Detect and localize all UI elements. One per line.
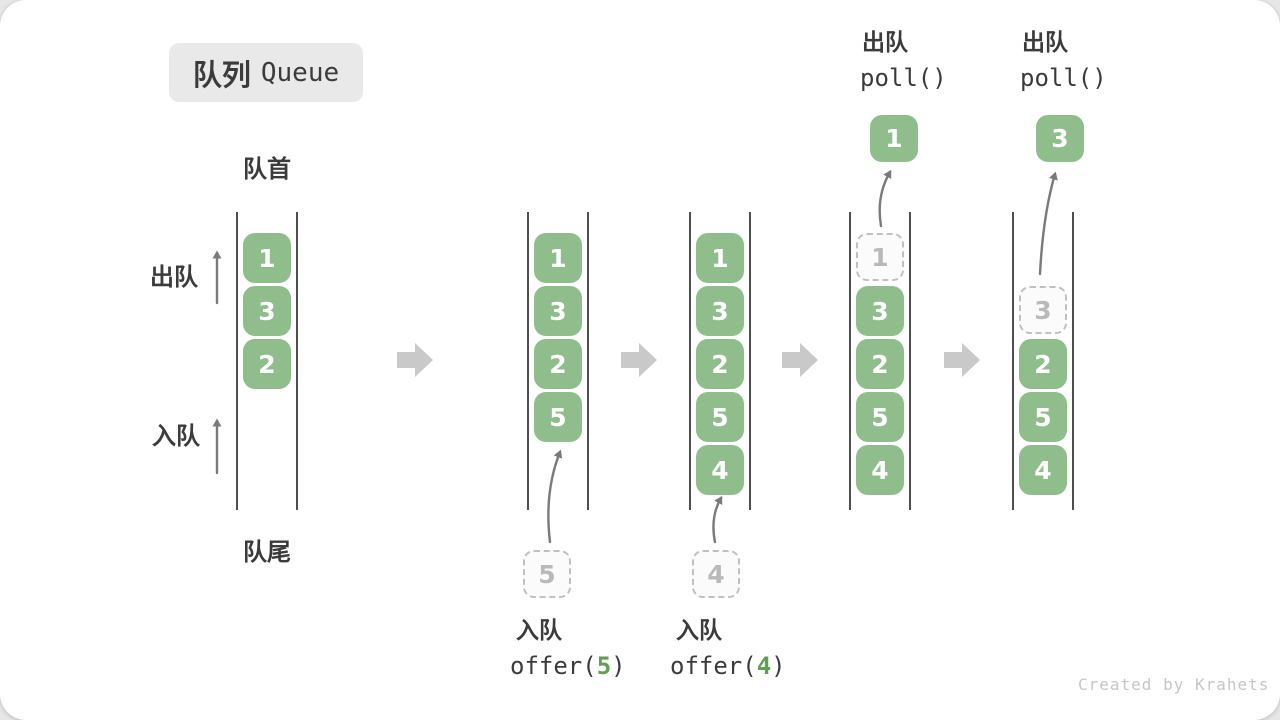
operation-code: poll() (860, 64, 947, 92)
operation-name: 入队 (676, 617, 722, 643)
operation-name: 入队 (516, 617, 562, 643)
title-zh: 队列 (192, 59, 251, 92)
queue-state-1: 1 3 2 (236, 212, 298, 510)
queue-state-5: 3 2 5 4 (1012, 212, 1074, 510)
queue-element-box: 3 (856, 286, 904, 336)
queue-element-box: 5 (856, 392, 904, 442)
queue-element-box: 5 (534, 392, 582, 442)
incoming-element-box: 4 (692, 550, 740, 598)
title-en: Queue (260, 57, 340, 88)
operation-code: offer(5) (510, 654, 626, 678)
queue-rear-label: 队尾 (243, 539, 291, 566)
queue-state-2: 1 3 2 5 (527, 212, 589, 510)
queue-element-box: 2 (534, 339, 582, 389)
queue-element-box: 5 (696, 392, 744, 442)
queue-element-box: 2 (243, 339, 291, 389)
incoming-element-box: 5 (523, 550, 571, 598)
dequeue-operation-label: 出队 poll() (860, 29, 947, 92)
code-text: offer( (510, 652, 597, 680)
queue-element-box: 3 (696, 286, 744, 336)
queue-element-box: 1 (243, 233, 291, 283)
queue-element-box: 1 (696, 233, 744, 283)
operation-name: 出队 (862, 29, 908, 55)
code-text: ) (611, 652, 626, 680)
code-arg: 4 (756, 652, 772, 680)
queue-state-4: 1 3 2 5 4 (849, 212, 911, 510)
popped-element-box: 3 (1036, 115, 1084, 162)
operation-code: poll() (1020, 64, 1107, 92)
removed-element-box: 3 (1019, 286, 1067, 334)
queue-element-box: 4 (856, 445, 904, 495)
code-text: ) (771, 652, 786, 680)
queue-element-box: 2 (696, 339, 744, 389)
dequeue-operation-label: 出队 poll() (1020, 29, 1107, 92)
code-arg: 5 (596, 652, 612, 680)
step-arrow-icon (621, 343, 657, 377)
queue-element-box: 2 (1019, 339, 1067, 389)
watermark-credit: Created by Krahets (1078, 675, 1270, 694)
queue-element-box: 3 (534, 286, 582, 336)
queue-element-box: 5 (1019, 392, 1067, 442)
step-arrow-icon (397, 343, 433, 377)
operation-code: offer(4) (670, 654, 786, 678)
removed-element-box: 1 (856, 233, 904, 281)
queue-element-box: 4 (696, 445, 744, 495)
queue-element-box: 1 (534, 233, 582, 283)
step-arrow-icon (782, 343, 818, 377)
operation-name: 出队 (1022, 29, 1068, 55)
popped-element-box: 1 (870, 115, 918, 162)
queue-element-box: 2 (856, 339, 904, 389)
queue-front-label: 队首 (243, 156, 291, 183)
code-text: offer( (670, 652, 757, 680)
queue-state-3: 1 3 2 5 4 (689, 212, 751, 510)
queue-element-box: 4 (1019, 445, 1067, 495)
dequeue-side-label: 出队 (150, 264, 198, 291)
queue-element-box: 3 (243, 286, 291, 336)
title-badge: 队列 Queue (169, 43, 363, 102)
enqueue-side-label: 入队 (152, 423, 200, 450)
enqueue-operation-label: 入队 offer(4) (670, 617, 786, 679)
enqueue-operation-label: 入队 offer(5) (510, 617, 626, 679)
step-arrow-icon (944, 343, 980, 377)
